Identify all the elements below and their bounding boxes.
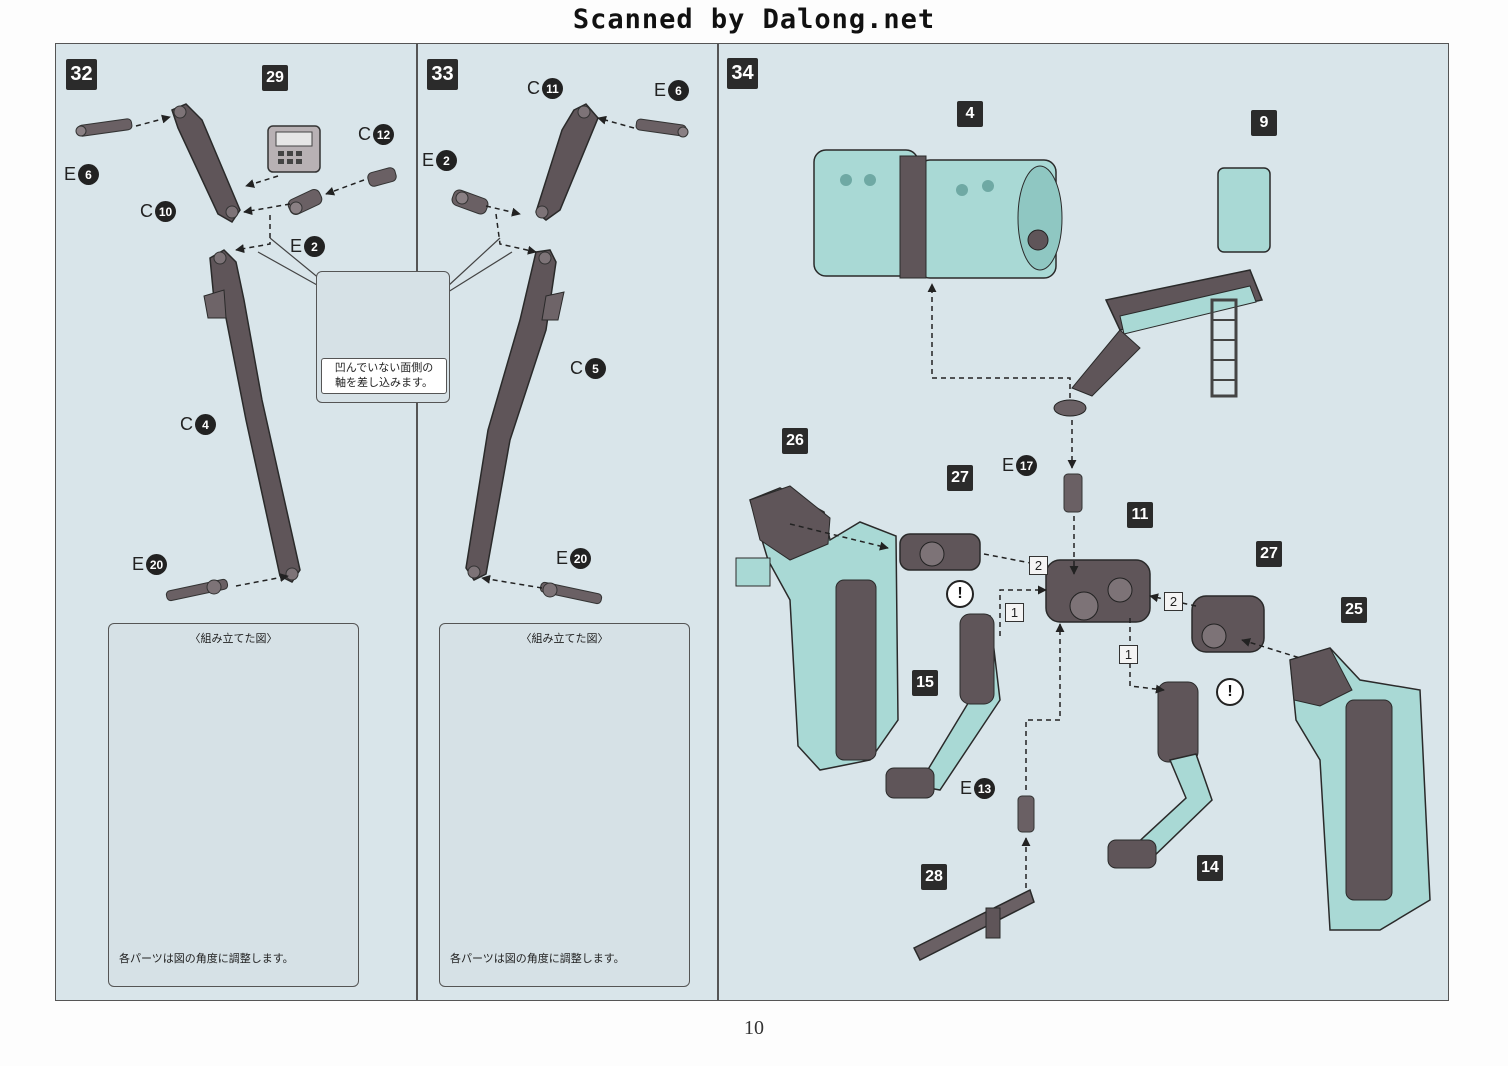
step-number-34: 34 bbox=[727, 58, 758, 89]
assembled-title: 〈組み立てた図〉 bbox=[520, 633, 609, 645]
assembled-view-33: 〈組み立てた図〉 各パーツは図の角度に調整します。 bbox=[439, 623, 690, 987]
page-header: Scanned by Dalong.net bbox=[572, 4, 936, 35]
step32-pin-c12 bbox=[367, 167, 397, 187]
part-number-29: 29 bbox=[262, 65, 288, 91]
column-divider bbox=[717, 44, 719, 1000]
step32-arm-c10 bbox=[171, 103, 241, 223]
step34-backpack-4 bbox=[813, 149, 1063, 279]
step34-seat-frame-9 bbox=[1053, 167, 1271, 417]
column-divider bbox=[416, 44, 418, 1000]
step32-frame-c4 bbox=[203, 249, 301, 583]
part-number-15: 15 bbox=[912, 670, 938, 696]
step33-arrows bbox=[481, 115, 635, 589]
part-number-11: 11 bbox=[1127, 502, 1153, 528]
assembled-view-32: 〈組み立てた図〉 各パーツは図の角度に調整します。 bbox=[108, 623, 359, 987]
step34-arrows bbox=[789, 283, 1301, 888]
step32-pin-e6 bbox=[75, 118, 133, 137]
assembled-note: 各パーツは図の角度に調整します。 bbox=[450, 953, 625, 965]
callout-note: 凹んでいない面側の 軸を差し込みます。 bbox=[316, 271, 450, 403]
step32-arrows bbox=[135, 114, 365, 587]
step32-pin-e20 bbox=[165, 578, 229, 602]
step34-rifle-28 bbox=[912, 888, 1035, 962]
quantity-badge: 1 bbox=[1005, 603, 1024, 622]
callout-text: 凹んでいない面側の 軸を差し込みます。 bbox=[321, 358, 447, 394]
step-number-33: 33 bbox=[427, 59, 458, 90]
step34-hip-joint-27a bbox=[899, 533, 981, 571]
step34-pin-e17 bbox=[1063, 473, 1083, 513]
part-number-9: 9 bbox=[1251, 110, 1277, 136]
step32-radio-29 bbox=[267, 125, 321, 173]
step33-frame-c5 bbox=[465, 249, 565, 581]
quantity-badge: 2 bbox=[1029, 556, 1048, 575]
part-number-14: 14 bbox=[1197, 855, 1223, 881]
step34-leg-26 bbox=[735, 485, 899, 771]
step34-leg-25 bbox=[1289, 647, 1431, 931]
page-number: 10 bbox=[744, 1017, 764, 1039]
step34-arm-15 bbox=[885, 613, 1001, 799]
caution-icon: ! bbox=[946, 580, 974, 608]
quantity-badge: 2 bbox=[1164, 592, 1183, 611]
step33-pin-e6 bbox=[635, 118, 689, 138]
caution-icon: ! bbox=[1216, 678, 1244, 706]
step33-pin-e20 bbox=[539, 581, 603, 605]
step33-arm-c11 bbox=[535, 103, 599, 221]
step34-hip-block-11 bbox=[1045, 559, 1151, 623]
quantity-badge: 1 bbox=[1119, 645, 1138, 664]
step-number-32: 32 bbox=[66, 59, 97, 90]
part-number-28: 28 bbox=[921, 864, 947, 890]
step33-joint-e2 bbox=[451, 189, 489, 215]
part-number-25: 25 bbox=[1341, 597, 1367, 623]
step34-pin-e13 bbox=[1017, 795, 1035, 833]
part-number-27: 27 bbox=[1256, 541, 1282, 567]
step34-arm-14 bbox=[1107, 681, 1213, 869]
assembled-title: 〈組み立てた図〉 bbox=[189, 633, 278, 645]
assembled-note: 各パーツは図の角度に調整します。 bbox=[119, 953, 294, 965]
callout-line-1: 凹んでいない面側の bbox=[334, 362, 434, 374]
part-number-4: 4 bbox=[957, 101, 983, 127]
part-number-27: 27 bbox=[947, 465, 973, 491]
callout-line-2: 軸を差し込みます。 bbox=[335, 377, 433, 389]
step34-hip-joint-27b bbox=[1191, 595, 1265, 653]
part-number-26: 26 bbox=[782, 428, 808, 454]
step32-joint-e2 bbox=[287, 189, 323, 215]
